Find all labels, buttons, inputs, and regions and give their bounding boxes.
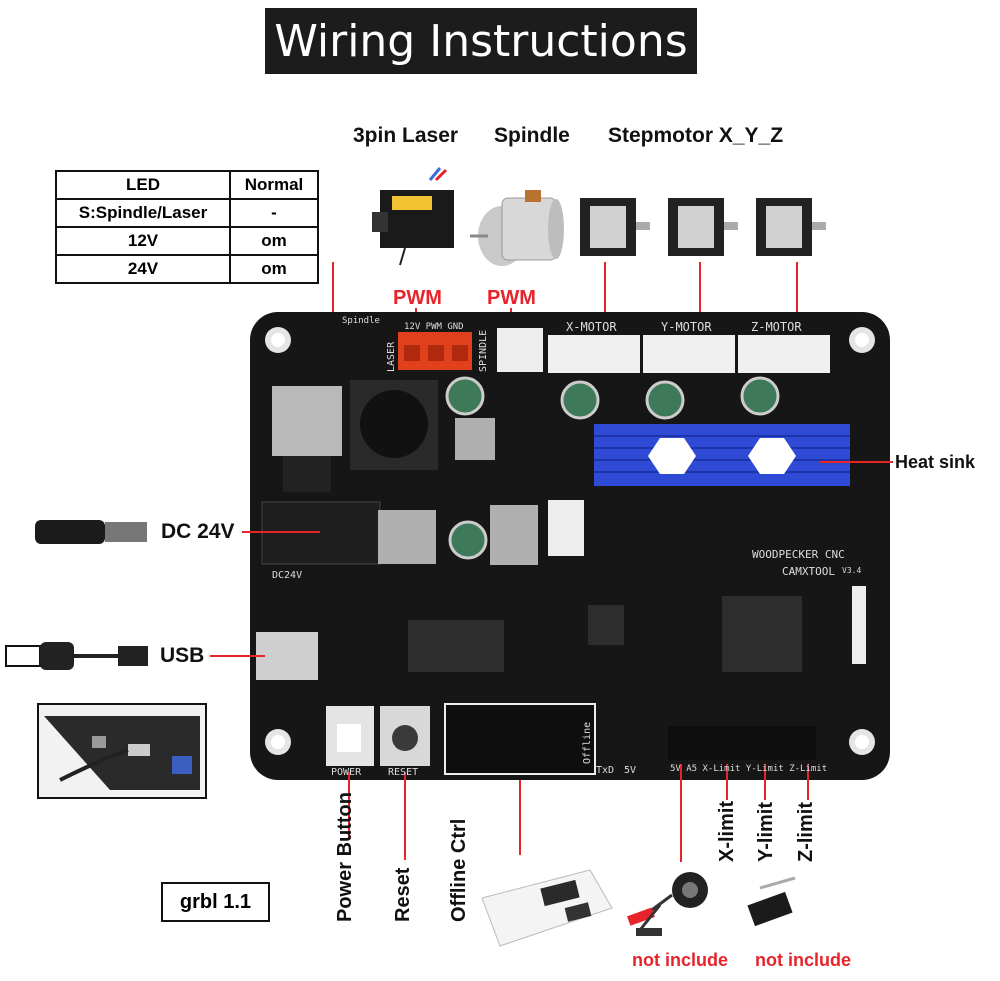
- dc-plug-icon: [35, 520, 147, 544]
- x-motor-connector: [548, 335, 640, 373]
- label-spindle: Spindle: [494, 124, 570, 147]
- label-z-limit: Z-limit: [795, 802, 817, 862]
- silk-pwm-header: 12V PWM GND: [404, 322, 464, 332]
- pwm-label-spindle: PWM: [487, 287, 536, 309]
- label-usb: USB: [160, 644, 205, 667]
- offline-controller-icon: [481, 869, 613, 947]
- usb-cable-icon: [5, 642, 148, 670]
- label-reset: Reset: [392, 867, 414, 922]
- label-offline-ctrl: Offline Ctrl: [448, 818, 470, 922]
- stepper-motor-y-icon: [668, 198, 738, 256]
- label-heat-sink: Heat sink: [895, 452, 976, 472]
- silk-y-motor: Y-MOTOR: [661, 320, 712, 334]
- limit-switch-icon: [747, 876, 796, 927]
- silk-model: CAMXTOOL: [782, 565, 835, 578]
- y-motor-connector: [643, 335, 735, 373]
- label-power-button: Power Button: [334, 792, 356, 922]
- grbl-version-box: grbl 1.1: [161, 882, 270, 922]
- table-cell: -: [229, 198, 319, 228]
- table-cell: 12V: [55, 226, 231, 256]
- label-y-limit: Y-limit: [755, 801, 777, 862]
- stepper-motor-z-icon: [756, 198, 826, 256]
- led-table-header: LED Normal: [55, 170, 319, 200]
- label-3pin-laser: 3pin Laser: [353, 124, 459, 147]
- table-cell: S:Spindle/Laser: [55, 198, 231, 228]
- table-row: 12V om: [55, 226, 319, 256]
- z-motor-connector: [738, 335, 830, 373]
- silk-dc24v: DC24V: [272, 570, 303, 581]
- silk-txd: TxD: [596, 765, 615, 776]
- pcb-board: [250, 312, 890, 780]
- probe-clip-icon: [627, 872, 708, 936]
- table-cell: om: [229, 254, 319, 284]
- heat-sink: [594, 424, 850, 486]
- label-dc-24v: DC 24V: [161, 520, 235, 543]
- led-table-header-led: LED: [55, 170, 231, 200]
- led-table-header-normal: Normal: [229, 170, 319, 200]
- led-table: LED Normal S:Spindle/Laser - 12V om 24V …: [55, 170, 319, 284]
- table-row: S:Spindle/Laser -: [55, 198, 319, 228]
- stepper-motor-x-icon: [580, 198, 650, 256]
- silk-brand: WOODPECKER CNC: [752, 548, 845, 561]
- table-cell: om: [229, 226, 319, 256]
- silk-x-motor: X-MOTOR: [566, 320, 617, 334]
- silk-5v: 5V: [624, 765, 637, 776]
- spindle-motor-icon: [470, 190, 564, 266]
- silk-spindle: SPINDLE: [478, 329, 489, 372]
- table-row: 24V om: [55, 254, 319, 284]
- silk-reset: RESET: [388, 767, 419, 778]
- silk-laser: LASER: [386, 341, 397, 372]
- page-title: Wiring Instructions: [265, 8, 697, 74]
- label-x-limit: X-limit: [716, 800, 738, 862]
- silk-offline: Offline: [582, 721, 593, 764]
- bottom-connection-lines: [348, 764, 809, 862]
- silk-limit-header: 5V A5 X-Limit Y-Limit Z-Limit: [670, 764, 828, 774]
- silk-spindle-led: Spindle: [342, 316, 380, 326]
- table-cell: 24V: [55, 254, 231, 284]
- label-stepmotor: Stepmotor X_Y_Z: [608, 124, 784, 147]
- laser-module-icon: [372, 167, 454, 266]
- silk-power: POWER: [331, 767, 362, 778]
- pwm-label-laser: PWM: [393, 287, 442, 309]
- laptop-photo: [37, 703, 207, 799]
- silk-version: V3.4: [842, 566, 862, 575]
- not-include-probe: not include: [632, 950, 728, 970]
- not-include-switch: not include: [755, 950, 851, 970]
- silk-z-motor: Z-MOTOR: [751, 320, 802, 334]
